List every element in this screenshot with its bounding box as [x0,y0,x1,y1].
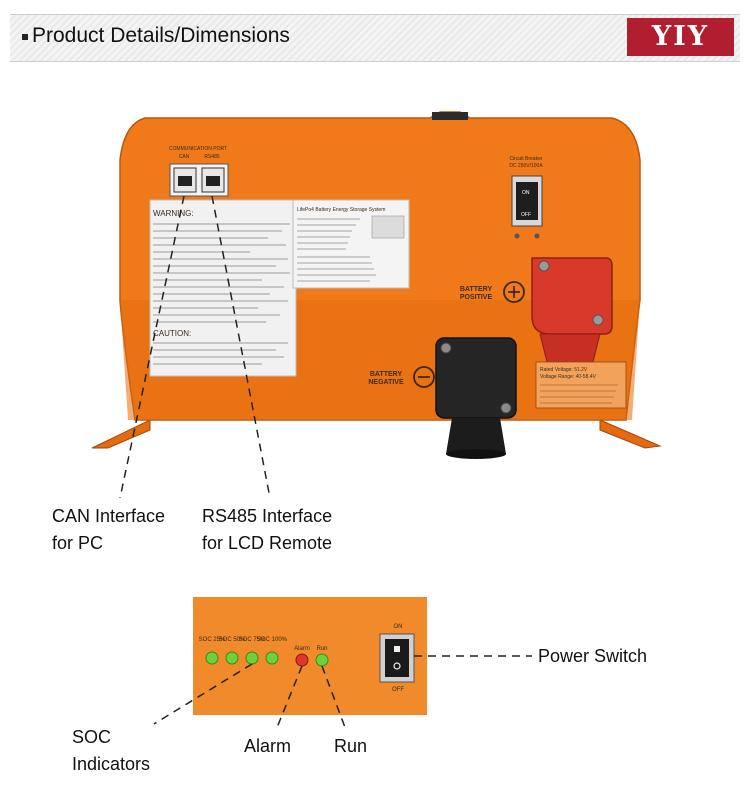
can-callout-line1: CAN Interface [52,506,166,526]
info-text-lines [297,218,376,282]
soc-callout-line1: SOC [72,727,112,747]
positive-symbol-icon [503,281,525,303]
info-title: LifePo4 Battery Energy Storage System [297,207,385,213]
power-switch[interactable] [385,639,409,677]
rs485-callout-label: RS485 Interface for LCD Remote [202,503,332,557]
soc-callout-line [153,663,253,725]
run-callout-label: Run [334,736,368,756]
alarm-led [295,653,309,667]
breaker-off: OFF [521,212,531,218]
brand-logo: YIY [627,18,734,56]
breaker-on: ON [522,190,530,196]
run-panel-label: Run [316,646,327,652]
soc-label-100: SOC 100% [257,637,288,643]
rating-voltage: Rated Voltage: 51.2V [540,367,588,373]
left-mounting-foot [91,419,151,449]
can-callout-label: CAN Interface for PC [52,503,165,557]
qr-code [371,215,405,239]
warning-title: WARNING: [153,209,194,218]
battery-positive-line1: BATTERY [460,286,493,293]
soc-led-100 [265,651,279,665]
right-mounting-foot [599,419,662,449]
soc-label-50: SOC 50% [219,637,246,643]
top-handle [432,112,468,120]
page-title: Product Details/Dimensions [32,24,290,47]
alarm-panel-label: Alarm [294,646,310,652]
can-callout-line [119,195,185,499]
bullet-icon [22,34,28,40]
rs485-callout-line [211,195,271,499]
port-can-label: CAN [179,154,190,160]
alarm-callout-line [275,665,303,731]
port-rs485-label: RS485 [204,154,220,160]
run-callout-line [321,665,347,731]
alarm-callout-label: Alarm [244,736,292,756]
breaker-title: Circuit Breaker [509,156,542,162]
soc-label-75: SOC 75% [239,637,266,643]
warning-text-lines [153,223,290,365]
soc-callout-label: SOC Indicators [72,724,150,778]
rating-range: Voltage Range: 40-58.4V [540,374,597,380]
battery-negative-line1: BATTERY [370,371,403,378]
negative-symbol-icon [413,366,435,388]
soc-callout-line2: Indicators [72,754,151,774]
rs485-callout-line1: RS485 Interface [202,506,333,526]
positive-terminal-cover[interactable] [531,257,613,335]
run-led [315,653,329,667]
soc-led-50 [225,651,239,665]
soc-label-25: SOC 25% [199,637,226,643]
rs485-callout-line2: for LCD Remote [202,533,333,553]
switch-off-label: OFF [392,687,404,693]
comm-port-title: COMMUNICATION PORT [169,146,227,152]
soc-led-25 [205,651,219,665]
switch-on-label: ON [394,624,403,630]
caution-title: CAUTION: [153,329,191,338]
soc-led-75 [245,651,259,665]
breaker-rating: DC 250V/100A [509,163,543,169]
can-callout-line2: for PC [52,533,104,553]
battery-positive-line2: POSITIVE [460,294,493,301]
power-switch-callout-label: Power Switch [538,646,648,666]
info-sticker [292,199,410,289]
circuit-breaker-switch[interactable] [516,182,538,220]
header-bar [10,14,740,62]
warning-sticker [149,199,297,377]
battery-negative-line2: NEGATIVE [368,379,404,386]
